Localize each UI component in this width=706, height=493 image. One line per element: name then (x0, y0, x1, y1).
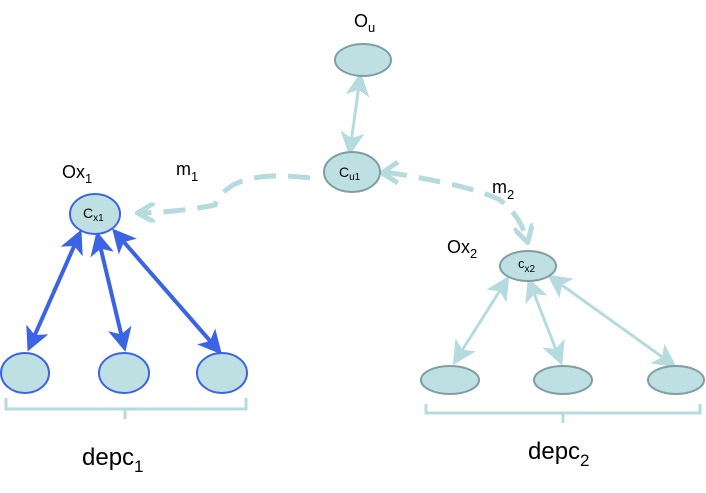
node-depc2-child1 (420, 365, 480, 395)
edge-cx1-child1 (26, 229, 83, 352)
node-cx2 (499, 250, 557, 282)
edge-cx1-child2 (90, 231, 132, 352)
label-ox2: Ox2 (447, 237, 477, 261)
edge-cx2-child2 (525, 277, 565, 366)
node-cx2-label: cx2 (518, 256, 536, 275)
label-m1: m1 (176, 159, 198, 184)
node-cu1-label: Cu1 (339, 164, 361, 183)
edge-cx2-child1 (452, 275, 510, 366)
node-depc2-child3 (647, 365, 705, 395)
edge-cx2-child3 (547, 274, 677, 368)
label-ou: Ou (354, 11, 375, 35)
node-cu1 (323, 151, 381, 193)
brace-depc1 (4, 398, 248, 419)
edge-ou-cu1 (340, 72, 370, 156)
mapping-arrowhead-cu1 (377, 159, 400, 186)
label-ox1: Ox1 (62, 162, 92, 186)
node-depc1-child1 (0, 352, 50, 394)
mapping-edge-m2 (384, 169, 527, 240)
node-cx1 (69, 193, 121, 235)
brace-depc2 (424, 404, 702, 423)
label-depc2: depc2 (528, 438, 590, 470)
node-depc1-child2 (98, 352, 150, 394)
label-m2: m2 (492, 177, 514, 202)
node-cx1-label: Cx1 (83, 205, 104, 224)
edge-cx1-child3 (112, 228, 222, 355)
mapping-edge-m1 (140, 173, 311, 213)
node-ou (334, 43, 392, 77)
node-depc2-child2 (533, 365, 593, 395)
node-depc1-child3 (196, 352, 248, 394)
label-depc1: depc1 (82, 444, 144, 476)
